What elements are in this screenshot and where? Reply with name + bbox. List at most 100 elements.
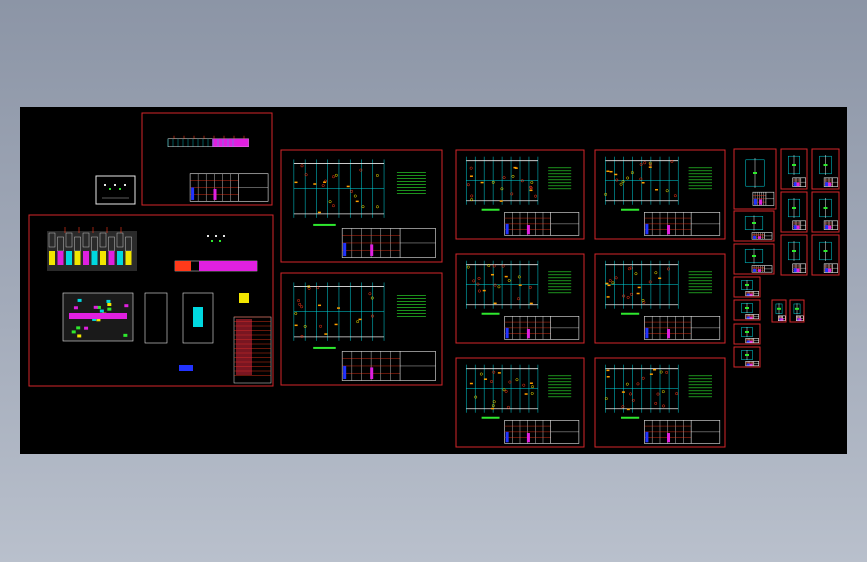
- drawing-rect: [236, 319, 252, 375]
- column-mark: [619, 182, 623, 186]
- column-mark: [479, 372, 483, 376]
- column-mark: [477, 289, 481, 293]
- column-mark: [659, 370, 663, 374]
- column-mark: [656, 392, 660, 396]
- drawing-canvas[interactable]: [20, 107, 847, 454]
- drawing-rect: [733, 243, 775, 275]
- drawing-rect: [82, 232, 90, 248]
- column-mark: [368, 292, 372, 296]
- drawing-rect: [789, 299, 805, 323]
- plan-sheet-c2: [594, 253, 726, 344]
- drawing-rect: [313, 183, 317, 185]
- plan-sheet-a2: [280, 272, 443, 386]
- column-mark: [665, 370, 669, 374]
- drawing-rect: [499, 200, 503, 202]
- drawing-rect: [100, 251, 106, 265]
- drawing-rect: [606, 375, 610, 378]
- drawing-rect: [746, 293, 750, 296]
- part-sheet-5: [780, 191, 808, 233]
- drawing-rect: [193, 307, 203, 327]
- drawing-rect: [621, 391, 625, 393]
- column-mark: [641, 298, 645, 302]
- column-mark: [470, 194, 474, 198]
- drawing-rect: [733, 148, 777, 210]
- column-mark: [466, 265, 470, 269]
- drawing-rect: [57, 251, 64, 265]
- part-sheet-12: [771, 299, 787, 323]
- column-mark: [487, 264, 491, 267]
- drawing-rect: [621, 208, 640, 211]
- drawing-rect: [746, 340, 750, 343]
- drawing-rect: [609, 170, 613, 173]
- drawing-rect: [526, 225, 530, 235]
- column-mark: [636, 382, 640, 386]
- column-mark: [670, 160, 674, 163]
- part-sheet-8: [780, 234, 808, 276]
- drawing-rect: [482, 289, 486, 292]
- drawing-rect: [645, 327, 649, 339]
- drawing-rect: [49, 251, 55, 265]
- drawing-rect: [370, 367, 374, 380]
- column-mark: [298, 302, 302, 306]
- drawing-rect: [780, 148, 808, 190]
- drawing-rect: [96, 318, 101, 322]
- cad-model-viewport[interactable]: [20, 107, 847, 454]
- drawing-rect: [505, 431, 509, 443]
- drawing-rect: [318, 304, 322, 307]
- drawing-rect: [621, 416, 640, 419]
- drawing-rect: [481, 312, 500, 315]
- drawing-rect: [753, 172, 757, 174]
- drawing-rect: [294, 181, 298, 184]
- drawing-rect: [317, 211, 321, 214]
- drawing-rect: [114, 184, 116, 186]
- column-mark: [666, 267, 670, 271]
- drawing-rect: [825, 268, 829, 273]
- column-mark: [466, 183, 470, 187]
- column-mark: [534, 194, 538, 198]
- drawing-rect: [529, 189, 533, 192]
- drawing-rect: [73, 306, 78, 310]
- column-mark: [500, 187, 504, 191]
- drawing-rect: [117, 251, 123, 265]
- drawing-rect: [109, 188, 111, 190]
- plan-sheet-b2: [455, 253, 585, 344]
- column-mark: [604, 192, 608, 196]
- drawing-rect: [28, 214, 274, 387]
- drawing-rect: [481, 208, 500, 211]
- column-mark: [359, 168, 363, 172]
- drawing-rect: [752, 222, 756, 224]
- column-mark: [529, 186, 533, 190]
- column-mark: [604, 397, 608, 401]
- drawing-rect: [733, 276, 761, 298]
- drawing-rect: [758, 269, 761, 272]
- part-sheet-10: [733, 276, 761, 298]
- drawing-rect: [793, 182, 797, 187]
- drawing-rect: [667, 433, 671, 443]
- column-mark: [502, 388, 506, 392]
- column-mark: [611, 281, 615, 285]
- drawing-rect: [792, 164, 796, 166]
- column-mark: [469, 166, 473, 170]
- column-mark: [662, 404, 665, 408]
- drawing-rect: [825, 225, 829, 230]
- drawing-rect: [749, 363, 753, 366]
- column-mark: [639, 162, 643, 166]
- column-mark: [629, 392, 632, 396]
- part-sheet-2: [780, 148, 808, 190]
- drawing-rect: [343, 365, 347, 380]
- column-mark: [673, 194, 677, 198]
- drawing-rect: [343, 242, 347, 257]
- column-mark: [641, 376, 645, 380]
- top-strip-sheet: [141, 112, 273, 206]
- column-mark: [502, 176, 506, 180]
- drawing-rect: [175, 261, 191, 271]
- column-mark: [472, 279, 476, 283]
- column-mark: [492, 264, 496, 268]
- column-mark: [529, 185, 533, 189]
- part-sheet-14: [733, 323, 761, 345]
- drawing-rect: [641, 182, 645, 184]
- drawing-rect: [777, 307, 781, 310]
- column-mark: [530, 392, 534, 395]
- drawing-rect: [658, 277, 662, 279]
- drawing-rect: [358, 318, 362, 321]
